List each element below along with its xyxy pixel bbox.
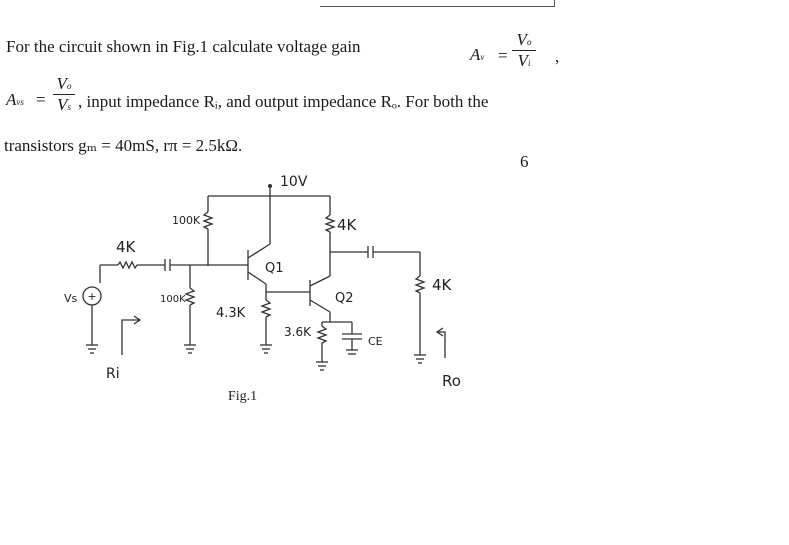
label-bias-top: 100K bbox=[172, 214, 201, 227]
label-emitter-2: 3.6K bbox=[284, 325, 312, 339]
question-line-3: transistors gₘ = 40mS, rπ = 2.5kΩ. bbox=[4, 136, 243, 155]
label-ro: Ro bbox=[442, 372, 461, 390]
label-supply: 10V bbox=[280, 174, 308, 190]
resistor-emitter-1 bbox=[260, 299, 272, 318]
resistor-load bbox=[414, 275, 426, 294]
avs-equals: = bbox=[36, 90, 46, 109]
label-emitter-1: 4.3K bbox=[216, 306, 246, 321]
resistor-bias-top bbox=[202, 211, 214, 230]
figure-caption: Fig.1 bbox=[228, 389, 257, 404]
fraction-vo-vs: Vo Vs bbox=[53, 74, 75, 115]
av-symbol: Av bbox=[470, 45, 485, 64]
label-q2: Q2 bbox=[335, 291, 354, 306]
resistor-emitter-2 bbox=[316, 325, 328, 344]
av-equals: = bbox=[498, 46, 508, 65]
comma-1: , bbox=[555, 47, 560, 66]
question-line-1: For the circuit shown in Fig.1 calculate… bbox=[6, 37, 361, 56]
label-ce: CE bbox=[368, 335, 383, 348]
resistor-source bbox=[117, 260, 138, 270]
resistor-collector-2 bbox=[324, 214, 336, 233]
avs-symbol: Avs bbox=[6, 90, 24, 109]
supply-node bbox=[268, 184, 272, 188]
question-line-2: , input impedance Rᵢ, and output impedan… bbox=[78, 92, 489, 111]
label-collector-2: 4K bbox=[337, 216, 358, 234]
ri-arrow bbox=[121, 319, 140, 355]
label-ri: Ri bbox=[106, 366, 120, 382]
ro-arrow bbox=[437, 331, 446, 358]
page-border-line bbox=[320, 0, 555, 7]
label-q1: Q1 bbox=[265, 261, 284, 276]
label-source-resistor: 4K bbox=[116, 238, 137, 256]
marks: 6 bbox=[520, 152, 529, 171]
label-bias-bottom: 100K bbox=[160, 294, 186, 305]
svg-text:+: + bbox=[87, 290, 96, 303]
label-load: 4K bbox=[432, 276, 453, 294]
resistor-bias-bottom bbox=[184, 287, 196, 306]
fraction-vo-vi: Vo Vi bbox=[512, 30, 536, 71]
label-source: Vs bbox=[64, 292, 78, 305]
